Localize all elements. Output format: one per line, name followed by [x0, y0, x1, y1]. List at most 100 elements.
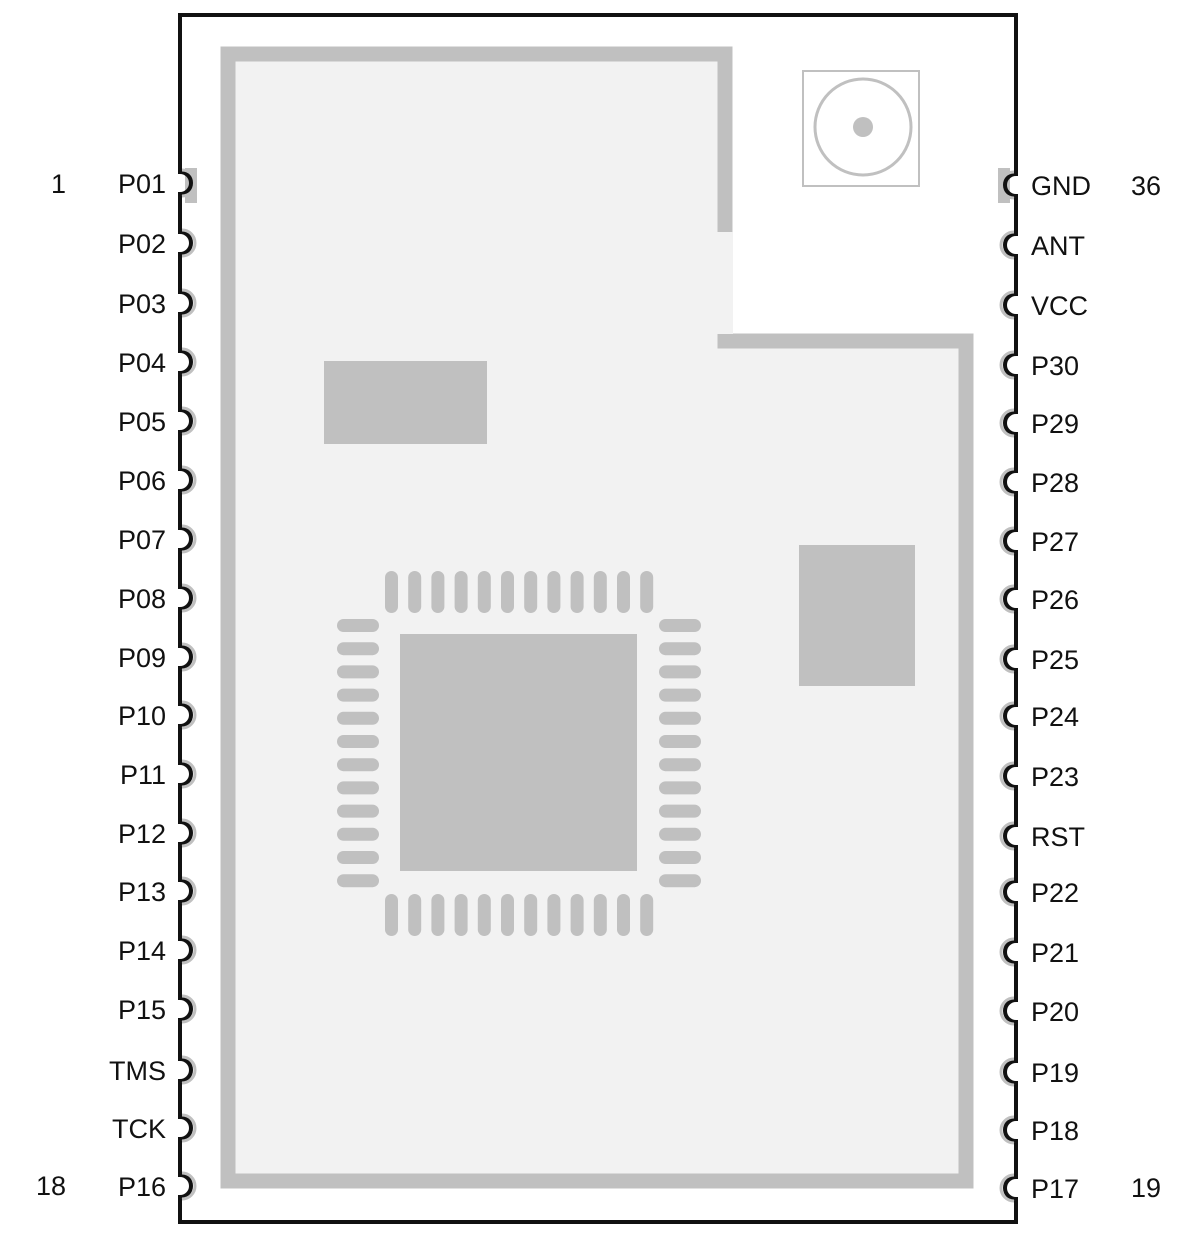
castellation-pad-arcs: [181, 168, 1015, 1203]
right-pad-arc: [999, 1057, 1015, 1087]
right-pad-arc: [999, 230, 1015, 260]
left-pad-arc: [181, 935, 197, 965]
pin-number-left-last: 18: [36, 1171, 66, 1201]
right-pad-arc: [999, 937, 1015, 967]
qfn-chip-pins: [337, 571, 701, 936]
right-pad-arc: [999, 761, 1015, 791]
right-pin-label: GND: [1031, 171, 1091, 201]
left-pad-arc: [181, 818, 197, 848]
right-pin-label: P30: [1031, 351, 1079, 381]
right-pin-label: P29: [1031, 409, 1079, 439]
left-pin-label: P07: [118, 525, 166, 555]
qfn-pin-right: [659, 827, 701, 841]
qfn-pin-left: [337, 827, 379, 841]
right-pad-arc: [999, 996, 1015, 1026]
qfn-pin-top: [454, 571, 468, 613]
qfn-pin-left: [337, 711, 379, 725]
left-pad-arc: [181, 406, 197, 436]
right-pin-label: P20: [1031, 997, 1079, 1027]
qfn-pin-top: [617, 571, 630, 613]
right-pin-label: P23: [1031, 762, 1079, 792]
left-pin-label: P06: [118, 466, 166, 496]
qfn-pin-right: [659, 874, 701, 888]
qfn-pin-top: [501, 571, 514, 613]
right-pad-arc: [999, 467, 1015, 497]
right-pin-label: P21: [1031, 938, 1079, 968]
qfn-pin-left: [337, 781, 379, 795]
left-pad-arc: [181, 228, 197, 258]
left-pin-label: P12: [118, 819, 166, 849]
qfn-pin-top: [477, 571, 491, 613]
qfn-pin-right: [659, 619, 701, 632]
right-pad-arc: [999, 170, 1015, 200]
qfn-pin-left: [337, 874, 379, 888]
left-pin-labels: P01P02P03P04P05P06P07P08P09P10P11P12P13P…: [109, 169, 166, 1202]
right-pin-label: RST: [1031, 822, 1085, 852]
qfn-pin-right: [659, 711, 701, 725]
qfn-pin-left: [337, 804, 379, 818]
qfn-pin-right: [659, 781, 701, 795]
left-pad-arc: [181, 1113, 197, 1143]
qfn-pin-right: [659, 665, 701, 679]
left-pin-label: P10: [118, 701, 166, 731]
qfn-pin-right: [659, 804, 701, 818]
qfn-pin-top: [431, 571, 445, 613]
left-pin-label: P14: [118, 936, 166, 966]
left-pad-arc: [181, 168, 197, 198]
left-pin-label: P11: [120, 760, 166, 790]
left-pad-arc: [181, 583, 197, 613]
right-pin-label: VCC: [1031, 291, 1088, 321]
qfn-pin-left: [337, 851, 379, 864]
right-pad-arc: [999, 408, 1015, 438]
left-pin-label: P16: [118, 1172, 166, 1202]
right-pin-label: ANT: [1031, 231, 1085, 261]
left-pin-label: P13: [118, 877, 166, 907]
qfn-pin-bottom: [640, 894, 654, 936]
left-pin-label: TCK: [112, 1114, 166, 1144]
right-pad-arc: [999, 584, 1015, 614]
right-pad-arc: [999, 644, 1015, 674]
qfn-pin-bottom: [547, 894, 561, 936]
qfn-pin-bottom: [431, 894, 445, 936]
left-pad-arc: [181, 642, 197, 672]
qfn-pin-top: [547, 571, 561, 613]
right-pin-label: P19: [1031, 1058, 1079, 1088]
right-pad-arc: [999, 821, 1015, 851]
qfn-pin-left: [337, 735, 379, 748]
passive-component: [799, 545, 915, 686]
qfn-pin-bottom: [385, 894, 398, 936]
qfn-pin-left: [337, 758, 379, 772]
qfn-pin-right: [659, 758, 701, 772]
qfn-pin-left: [337, 665, 379, 679]
pin-number-left-first: 1: [51, 169, 66, 199]
left-pin-label: P05: [118, 407, 166, 437]
crystal-component: [324, 361, 487, 444]
right-pin-label: P24: [1031, 702, 1079, 732]
shield-gap: [733, 232, 773, 333]
qfn-pin-top: [385, 571, 398, 613]
right-pad-arc: [999, 1115, 1015, 1145]
qfn-pin-bottom: [570, 894, 584, 936]
qfn-pin-bottom: [501, 894, 514, 936]
left-pad-arc: [181, 1055, 197, 1085]
left-pin-label: TMS: [109, 1056, 166, 1086]
right-pad-arc: [999, 1173, 1015, 1203]
right-pad-arc: [999, 290, 1015, 320]
right-pin-label: P18: [1031, 1116, 1079, 1146]
right-pad-arc: [999, 526, 1015, 556]
qfn-pin-bottom: [408, 894, 422, 936]
left-pad-arc: [181, 524, 197, 554]
left-pad-arc: [181, 1171, 197, 1201]
left-pad-arc: [181, 347, 197, 377]
qfn-pin-right: [659, 851, 701, 864]
left-pin-label: P15: [118, 995, 166, 1025]
left-pad-arc: [181, 759, 197, 789]
left-pad-arc: [181, 994, 197, 1024]
qfn-pin-top: [408, 571, 422, 613]
qfn-pin-left: [337, 688, 379, 702]
right-pin-label: P28: [1031, 468, 1079, 498]
pin-number-right-first: 36: [1131, 171, 1161, 201]
right-pad-arc: [999, 350, 1015, 380]
